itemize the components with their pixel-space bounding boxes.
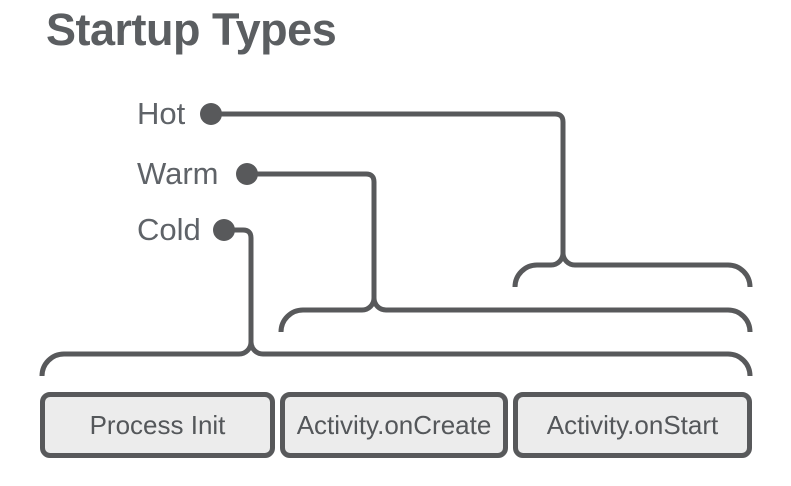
stage-box-activity-oncreate: Activity.onCreate <box>280 392 508 458</box>
stage-box-activity-onstart: Activity.onStart <box>513 392 752 458</box>
startup-type-label-hot: Hot <box>137 96 186 131</box>
warm-brace <box>278 295 753 333</box>
hot-brace <box>512 250 753 288</box>
startup-type-label-cold: Cold <box>137 212 201 247</box>
page-title: Startup Types <box>46 4 337 55</box>
hot-connector-line <box>211 111 566 254</box>
warm-connector-line <box>247 171 377 299</box>
hot-dot-icon <box>200 103 222 125</box>
cold-dot-icon <box>213 219 235 241</box>
stage-box-process-init: Process Init <box>40 392 275 458</box>
warm-dot-icon <box>236 163 258 185</box>
startup-type-label-warm: Warm <box>137 156 219 191</box>
cold-brace <box>39 339 753 377</box>
cold-connector-line <box>224 227 254 342</box>
